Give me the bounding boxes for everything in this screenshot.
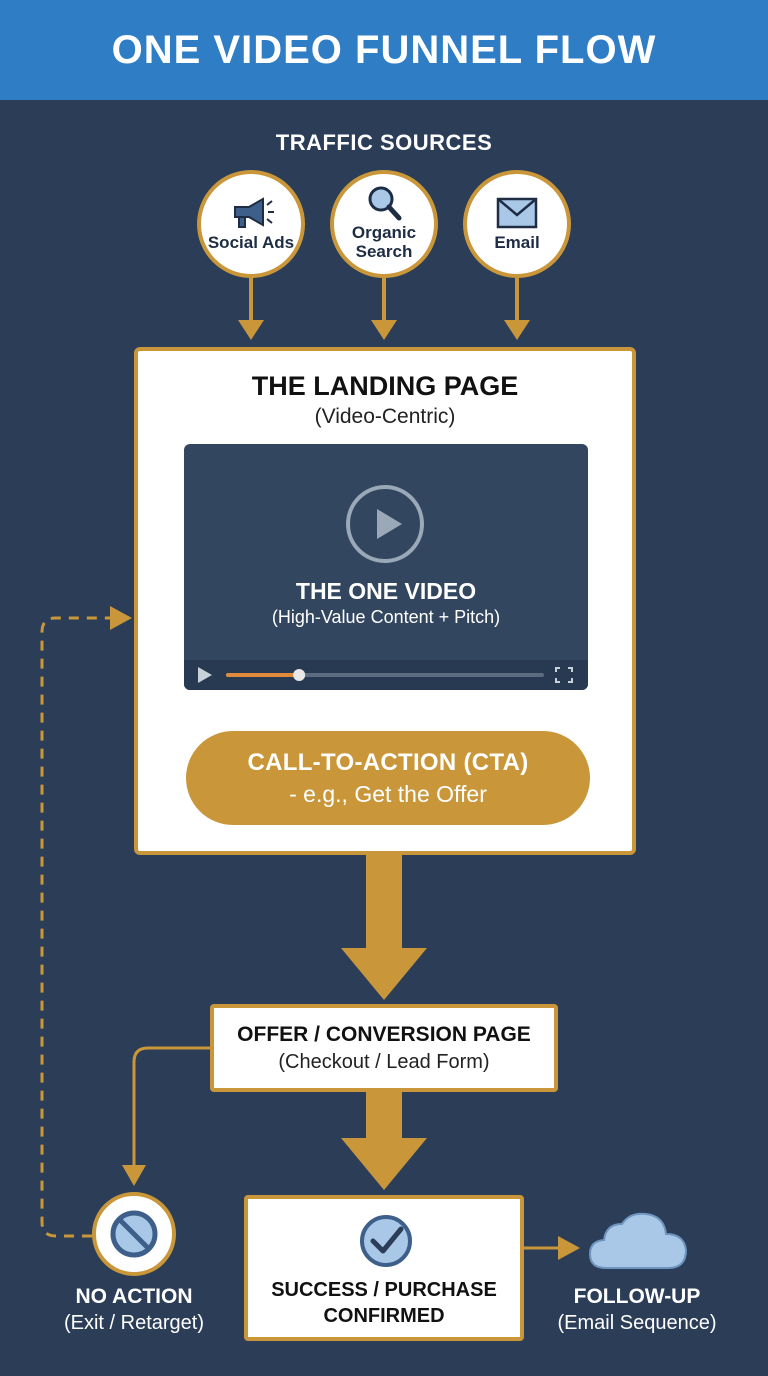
cta-title: CALL-TO-ACTION (CTA): [247, 748, 529, 776]
header-bar: ONE VIDEO FUNNEL FLOW: [0, 0, 768, 100]
offer-subtitle: (Checkout / Lead Form): [278, 1050, 490, 1073]
big-arrow-shaft-2: [366, 1092, 402, 1142]
no-action-node: [92, 1192, 176, 1276]
success-line-2: CONFIRMED: [323, 1305, 445, 1327]
source-label: Social Ads: [207, 232, 295, 252]
follow-up-label: FOLLOW-UP (Email Sequence): [528, 1285, 746, 1335]
video-subtitle: (High-Value Content + Pitch): [271, 607, 501, 627]
offer-to-noaction-line: [132, 1046, 210, 1168]
progress-handle[interactable]: [293, 669, 306, 681]
arrow-email-head: [504, 320, 530, 340]
landing-page-box: THE LANDING PAGE (Video-Centric) THE ONE…: [134, 347, 636, 855]
envelope-icon: [496, 197, 538, 228]
big-arrow-head-1: [341, 948, 427, 1000]
follow-up-title: FOLLOW-UP: [573, 1285, 701, 1308]
source-email: Email: [463, 170, 571, 278]
offer-conversion-box: OFFER / CONVERSION PAGE (Checkout / Lead…: [210, 1004, 558, 1092]
page-title: ONE VIDEO FUNNEL FLOW: [111, 27, 657, 72]
retarget-arrow-head: [110, 606, 132, 630]
megaphone-icon: [234, 196, 274, 228]
success-text: SUCCESS / PURCHASE CONFIRMED: [248, 1277, 520, 1329]
landing-page-subtitle: (Video-Centric): [314, 405, 456, 428]
source-label: Email: [494, 232, 540, 252]
big-arrow-head-2: [341, 1138, 427, 1190]
video-controls: [184, 660, 588, 690]
checkmark-icon: [360, 1215, 412, 1267]
success-to-followup-head: [558, 1236, 580, 1260]
arrow-social-ads-head: [238, 320, 264, 340]
source-organic-search: Organic Search: [330, 170, 438, 278]
offer-title: OFFER / CONVERSION PAGE: [237, 1022, 531, 1046]
offer-to-noaction-head: [122, 1165, 146, 1186]
traffic-sources-title: TRAFFIC SOURCES: [275, 130, 493, 155]
magnifier-icon: [368, 186, 402, 221]
source-social-ads: Social Ads: [197, 170, 305, 278]
cta-button[interactable]: CALL-TO-ACTION (CTA) - e.g., Get the Off…: [186, 731, 590, 825]
prohibited-icon: [110, 1210, 158, 1258]
landing-page-title: THE LANDING PAGE: [251, 371, 519, 401]
fullscreen-icon[interactable]: [555, 667, 573, 683]
follow-up-subtitle: (Email Sequence): [557, 1312, 717, 1334]
play-circle-icon[interactable]: [345, 484, 425, 564]
cloud-icon: [588, 1212, 688, 1269]
source-label: Organic Search: [351, 223, 417, 261]
no-action-subtitle: (Exit / Retarget): [63, 1312, 205, 1334]
progress-track[interactable]: [226, 673, 544, 677]
arrow-organic-head: [371, 320, 397, 340]
video-title: THE ONE VIDEO: [295, 578, 477, 604]
success-box: SUCCESS / PURCHASE CONFIRMED: [244, 1195, 524, 1341]
progress-fill: [226, 673, 300, 677]
video-player[interactable]: THE ONE VIDEO (High-Value Content + Pitc…: [184, 444, 588, 690]
no-action-label: NO ACTION (Exit / Retarget): [20, 1285, 248, 1335]
retarget-dashed-line: [40, 616, 112, 1238]
cta-subtitle: - e.g., Get the Offer: [289, 780, 487, 807]
success-line-1: SUCCESS / PURCHASE: [271, 1279, 497, 1301]
no-action-title: NO ACTION: [75, 1285, 193, 1308]
play-icon[interactable]: [198, 667, 212, 683]
